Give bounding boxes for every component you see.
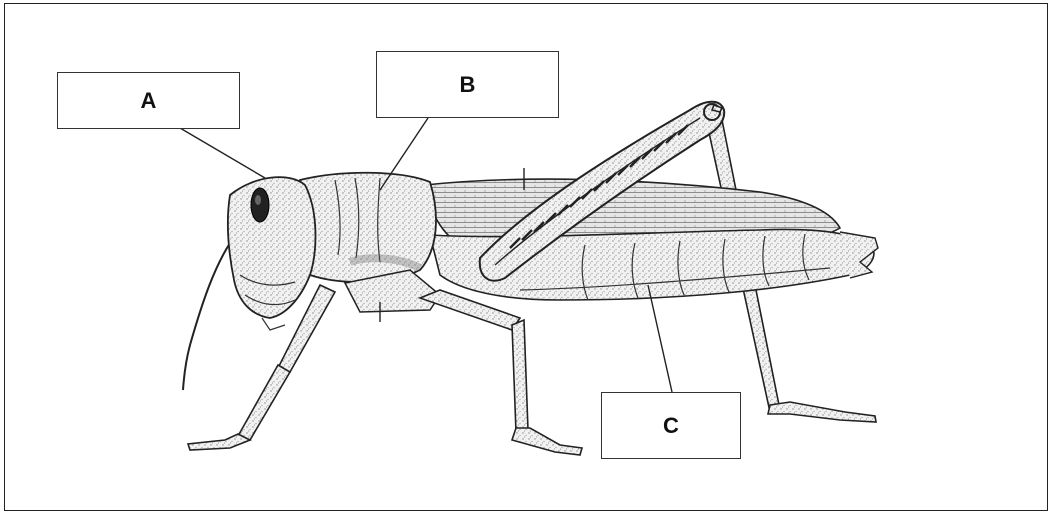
compound-eye [251,188,269,222]
label-box-c: C [601,392,741,459]
label-box-a: A [57,72,240,129]
middle-leg [420,290,582,455]
label-box-b: B [376,51,559,118]
head [228,177,316,318]
